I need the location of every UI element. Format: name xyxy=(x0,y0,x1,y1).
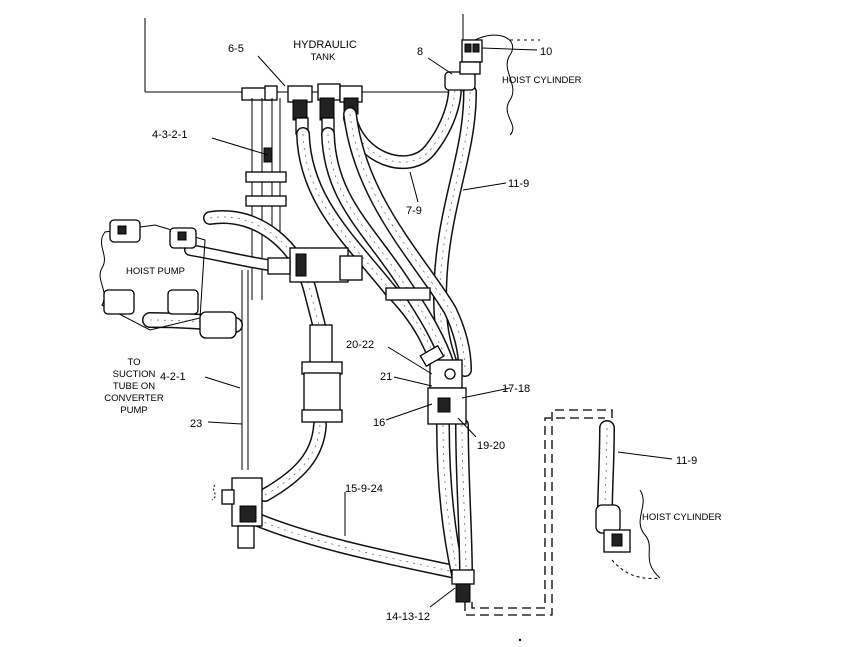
hoist-pump-label: HOIST PUMP xyxy=(126,266,185,277)
bottom-junction xyxy=(451,569,475,603)
part-label-4-2-1: 4-2-1 xyxy=(160,371,186,383)
part-label-11-9-top: 11-9 xyxy=(508,178,529,190)
suction-label-line5: PUMP xyxy=(120,405,147,416)
hoist-cylinder-top-label: HOIST CYLINDER xyxy=(502,75,582,86)
text-labels: HYDRAULIC TANK 6-5 8 10 HOIST CYLINDER 4… xyxy=(104,39,721,623)
suction-label-line2: SUCTION xyxy=(113,369,156,380)
dashed-lines xyxy=(464,409,613,616)
suction-label-line1: TO xyxy=(127,357,140,368)
tank-fittings xyxy=(241,83,363,135)
part-label-4-3-2-1: 4-3-2-1 xyxy=(152,129,187,141)
frame-structure xyxy=(144,14,540,136)
leader-lines xyxy=(204,47,673,608)
hoist-cylinder-right-label: HOIST CYLINDER xyxy=(642,512,722,523)
hoses xyxy=(142,81,477,582)
part-label-8: 8 xyxy=(417,46,423,58)
stray-mark xyxy=(518,638,522,642)
right-hoist-cylinder xyxy=(595,420,661,579)
hoist-pump xyxy=(99,219,237,339)
part-label-10: 10 xyxy=(540,46,552,58)
part-label-21: 21 xyxy=(380,371,392,383)
hydraulic-tank-label-line1: HYDRAULIC xyxy=(293,39,357,51)
suction-label-line4: CONVERTER xyxy=(104,393,164,404)
bottom-valve xyxy=(211,477,263,549)
middle-fittings xyxy=(267,247,431,301)
top-hoist-cylinder xyxy=(444,39,483,91)
part-label-17-18: 17-18 xyxy=(502,383,530,395)
part-label-15-9-24: 15-9-24 xyxy=(345,483,383,495)
part-label-16: 16 xyxy=(373,417,385,429)
part-label-23: 23 xyxy=(190,418,202,430)
part-label-20-22: 20-22 xyxy=(346,339,374,351)
part-label-11-9-right: 11-9 xyxy=(676,455,697,467)
part-label-19-20: 19-20 xyxy=(477,440,505,452)
suction-label-line3: TUBE ON xyxy=(113,381,155,392)
valve-block xyxy=(419,344,467,425)
hydraulic-tank-label-line2: TANK xyxy=(311,52,336,63)
part-label-6-5: 6-5 xyxy=(228,43,244,55)
part-label-14-13-12: 14-13-12 xyxy=(386,611,430,623)
part-label-7-9: 7-9 xyxy=(406,205,422,217)
filter-assembly xyxy=(301,324,343,423)
